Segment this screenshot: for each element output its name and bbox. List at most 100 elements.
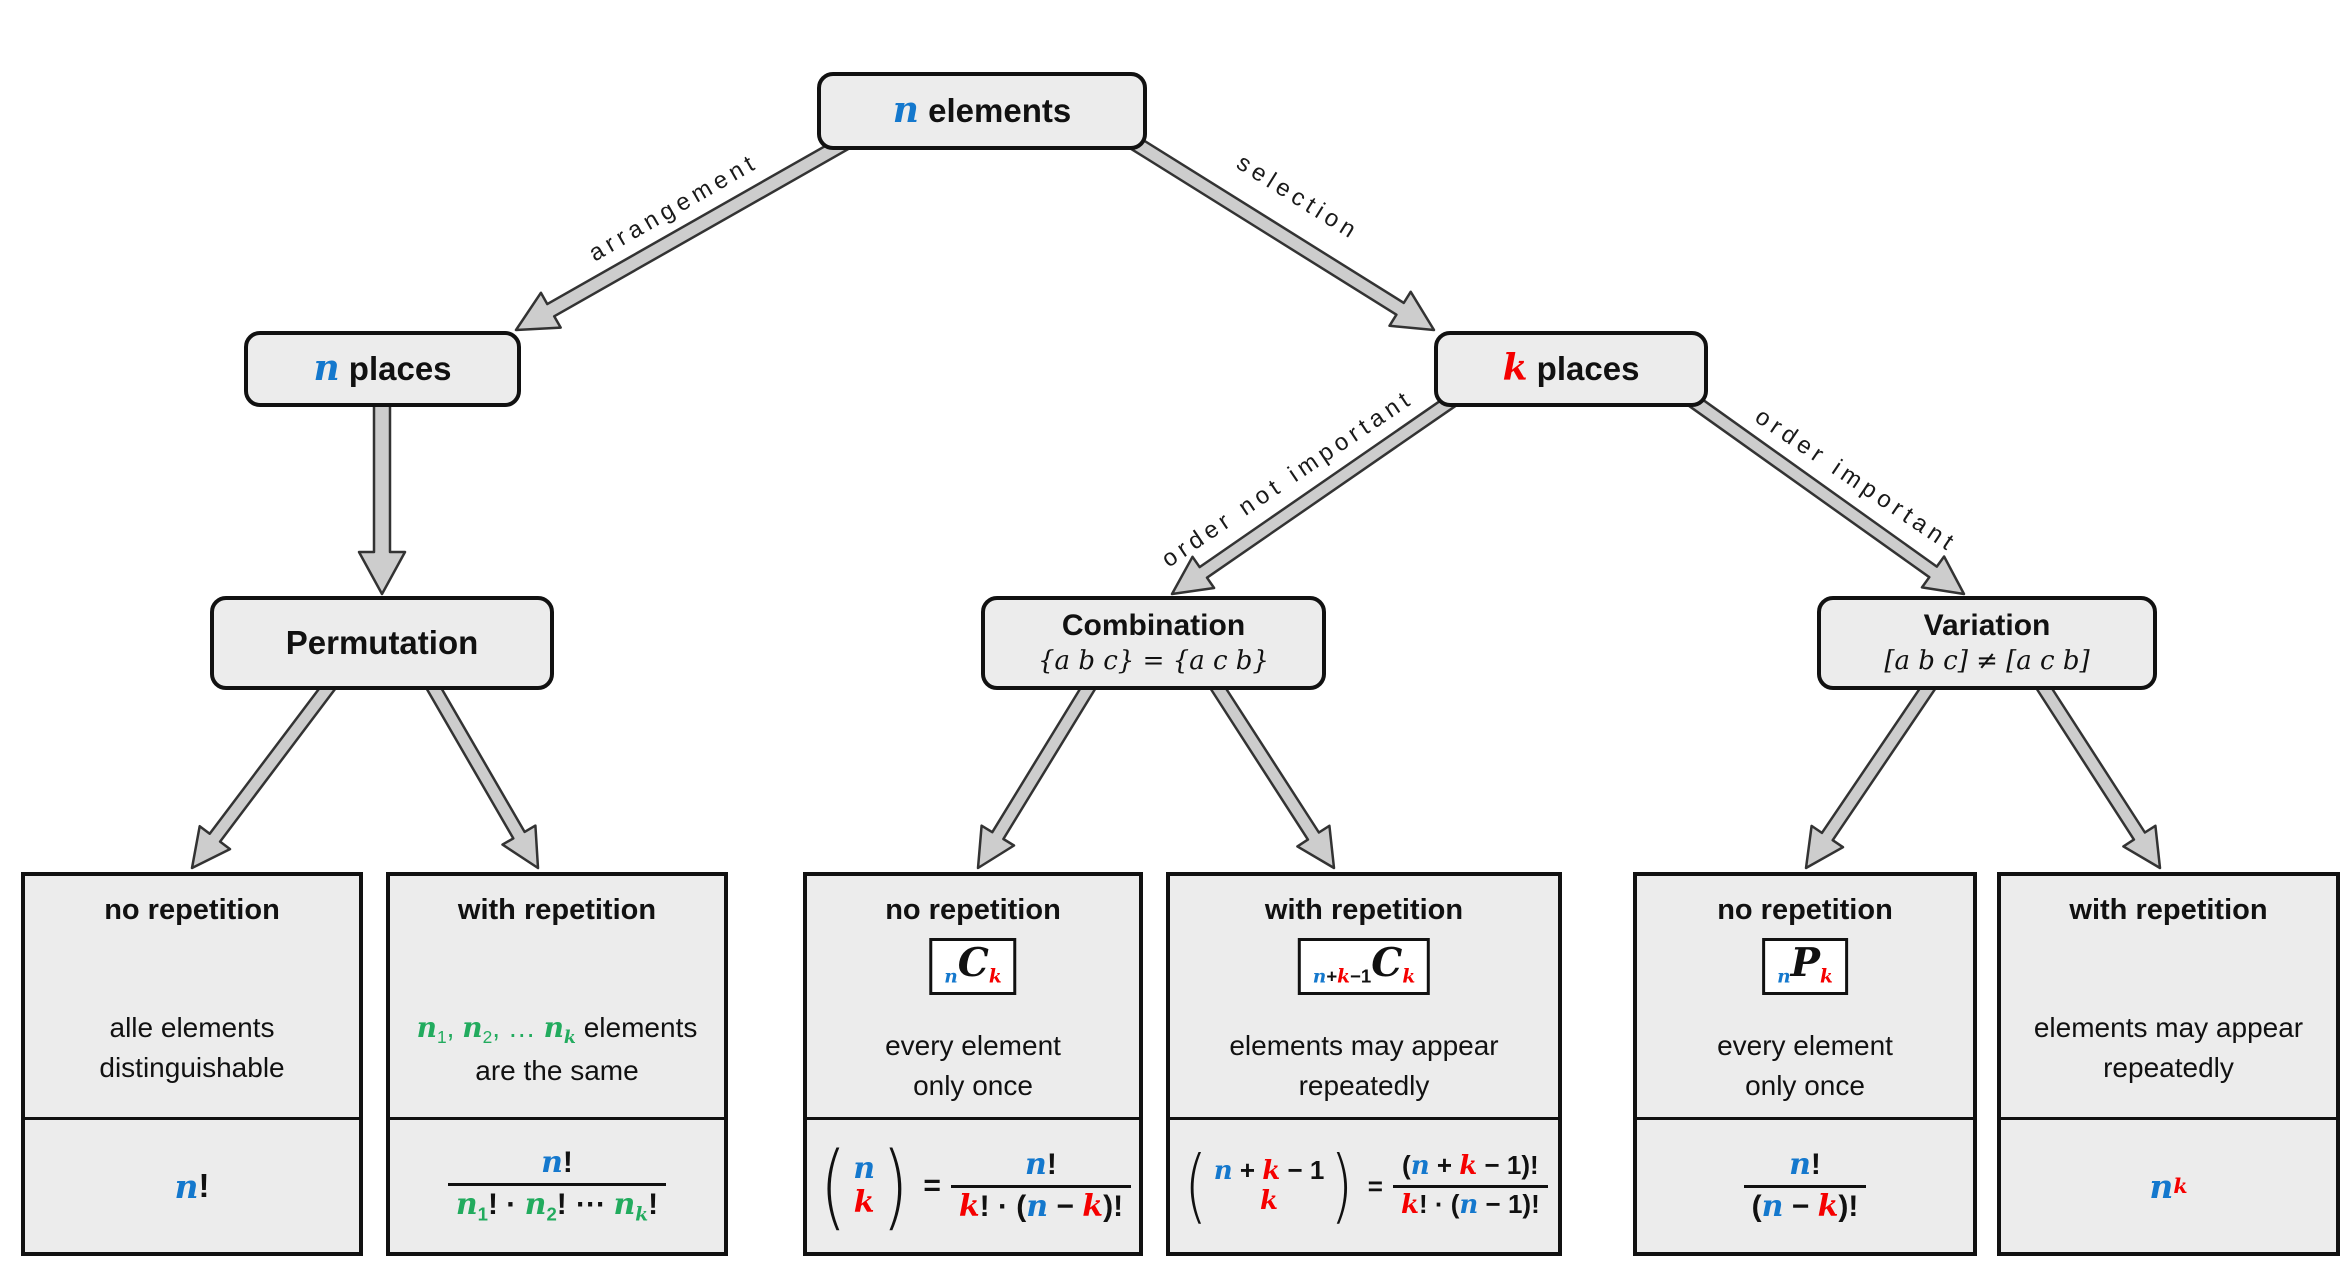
fraction-numerator: n! — [533, 1145, 581, 1181]
fraction-numerator: n! — [1781, 1147, 1829, 1183]
math-token: k — [1400, 1190, 1419, 1220]
text-token: alle elements — [109, 1012, 275, 1043]
left-paren: ( — [1184, 1138, 1208, 1233]
math-token: n — [1312, 966, 1327, 988]
leaf-variation-with-repetition: with repetition elements may appear repeat… — [1997, 872, 2340, 1256]
node-combination: Combination{a b c} = {a c b} — [981, 596, 1326, 690]
text-token: − 1)! — [1478, 1189, 1540, 1219]
math-token: n — [1459, 1190, 1479, 1220]
arrow-permutation-to-no-repetition — [190, 679, 337, 870]
math-token: n — [524, 1187, 547, 1223]
leaf-title: no repetition — [104, 894, 280, 926]
leaf-upper-section: no repetition alle elements distinguishabl… — [25, 876, 359, 1117]
text-token: elements — [918, 92, 1072, 130]
text-token: elements may appear — [1229, 1030, 1499, 1061]
text-token: ! ⋯ — [556, 1188, 614, 1222]
fraction-bar — [1392, 1185, 1548, 1188]
text-token: ( — [1751, 1190, 1762, 1223]
binom-top: n — [853, 1152, 875, 1186]
math-token: k — [988, 966, 1002, 988]
math-token: n — [853, 1151, 876, 1187]
math-token: k — [853, 1185, 875, 1220]
text-token: + — [1429, 1150, 1460, 1181]
text-token: elements may appear — [2033, 1012, 2304, 1043]
node-title: Permutation — [286, 625, 479, 661]
math-token: C — [957, 940, 989, 986]
text-token: 2 — [546, 1203, 557, 1225]
description-line: alle elements — [25, 1008, 359, 1048]
description-line: every element — [1637, 1026, 1973, 1066]
text-token: , … — [492, 1012, 544, 1043]
fraction: n!n1! · n2! ⋯ nk! — [447, 1145, 667, 1226]
arrow-combination-to-with-repetition — [1209, 680, 1336, 870]
math-token: k — [1337, 966, 1351, 988]
leaf-permutation-no-repetition: no repetition alle elements distinguishabl… — [21, 872, 363, 1256]
text-token: ! · ( — [1419, 1189, 1460, 1219]
right-paren: ) — [882, 1131, 909, 1240]
text-token: − 1 — [1280, 1154, 1325, 1185]
text-token: )! — [1838, 1190, 1859, 1223]
notation-badge: nPk — [1762, 938, 1848, 996]
leaf-title: with repetition — [2069, 894, 2268, 926]
text-token: 1 — [436, 1027, 447, 1048]
text-token: elements — [575, 1012, 698, 1043]
node-title: Variation — [1924, 610, 2051, 642]
text-token: ! — [1046, 1147, 1057, 1181]
node-title: k places — [1502, 347, 1640, 390]
description-line: repeatedly — [1170, 1066, 1558, 1106]
math-token: P — [1790, 940, 1820, 986]
arrow-variation-to-no-repetition — [1804, 680, 1937, 870]
text-token: ! · — [487, 1188, 525, 1222]
description-line: repeatedly — [2001, 1048, 2336, 1088]
right-paren: ) — [1330, 1138, 1354, 1233]
text-token: )! — [1103, 1190, 1124, 1223]
binom-top: n + k − 1 — [1214, 1154, 1325, 1186]
text-token: − — [1048, 1190, 1083, 1223]
math-token: C — [1371, 940, 1403, 986]
fraction-denominator: n1! · n2! ⋯ nk! — [448, 1188, 666, 1226]
text-token: repeatedly — [1298, 1069, 1430, 1101]
text-token: distinguishable — [99, 1051, 285, 1083]
text-token: Combination — [1061, 609, 1246, 643]
text-token: 2 — [482, 1027, 493, 1048]
text-token: ! — [562, 1145, 573, 1179]
math-token: k — [2173, 1174, 2188, 1198]
text-token: ( — [1402, 1150, 1411, 1181]
text-token: repeatedly — [2103, 1051, 2234, 1083]
description-line: n1, n2, … nk elements — [390, 1008, 724, 1051]
text-token: 1 — [477, 1203, 488, 1225]
math-token: n — [543, 1011, 564, 1044]
binom-bottom: k — [1260, 1186, 1278, 1216]
description-line: only once — [1637, 1066, 1973, 1106]
text-token: , — [446, 1012, 463, 1043]
text-token: every element — [1717, 1030, 1893, 1061]
fraction-bar — [950, 1185, 1132, 1188]
math-token: k — [1260, 1185, 1279, 1216]
description-line: only once — [807, 1066, 1139, 1106]
fraction-denominator: k! · (n − 1)! — [1393, 1189, 1548, 1221]
math-token: k — [1502, 347, 1528, 390]
text-token: Variation — [1923, 609, 2051, 643]
arrow-variation-to-with-repetition — [2035, 680, 2162, 870]
description-line: elements may appear — [2001, 1008, 2336, 1048]
text-token: ! · ( — [979, 1190, 1027, 1223]
fraction-numerator: n! — [1017, 1147, 1065, 1183]
description-line: elements may appear — [1170, 1026, 1558, 1066]
arrow-k-places-to-variation — [1679, 388, 1966, 596]
leaf-title: no repetition — [885, 894, 1061, 926]
text-token: ! — [1810, 1147, 1821, 1181]
text-token: + — [1232, 1154, 1263, 1185]
